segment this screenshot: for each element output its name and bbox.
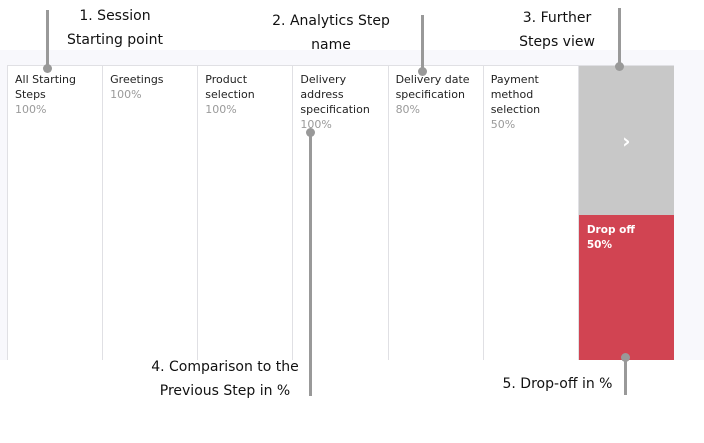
step-name: Delivery address specification xyxy=(300,73,370,116)
step-name: All Starting Steps xyxy=(15,73,77,101)
annotation-dot xyxy=(306,128,315,137)
step-percent: 100% xyxy=(110,88,142,101)
annotation-text: name xyxy=(311,37,351,53)
step-column[interactable]: All Starting Steps 100% xyxy=(8,66,104,360)
step-column[interactable]: Delivery date specification 80% xyxy=(389,66,484,360)
step-name: Payment method selection xyxy=(490,73,541,116)
annotation-line xyxy=(421,15,424,70)
annotation-dot xyxy=(621,353,630,362)
annotation-line xyxy=(309,132,312,396)
annotation-line xyxy=(624,357,627,395)
drop-off-percent: 50% xyxy=(586,239,612,251)
drop-off-label: Drop off xyxy=(586,224,635,236)
annotation-2: 2. Analytics Step name xyxy=(256,9,406,57)
step-name: Product selection xyxy=(205,73,255,101)
step-percent: 80% xyxy=(395,103,421,116)
annotation-text: 2. Analytics Step xyxy=(272,13,390,29)
step-name: Delivery date specification xyxy=(395,73,470,101)
chevron-right-icon: › xyxy=(622,128,631,153)
further-steps: › Drop off 50% xyxy=(578,66,674,360)
step-percent: 100% xyxy=(300,118,332,131)
step-percent: 50% xyxy=(490,118,516,131)
annotation-text: Previous Step in % xyxy=(159,383,291,399)
annotation-text: Steps view xyxy=(519,34,595,50)
step-percent: 100% xyxy=(205,103,237,116)
funnel-panel: All Starting Steps 100% Greetings 100% Pro… xyxy=(7,65,674,360)
step-column[interactable]: Delivery address specification 100% xyxy=(293,66,389,360)
drop-off-box: Drop off 50% xyxy=(578,215,674,360)
step-column[interactable]: Greetings 100% xyxy=(103,66,199,360)
further-steps-button[interactable]: › xyxy=(578,66,674,215)
annotation-line xyxy=(618,8,621,66)
annotation-text: 3. Further xyxy=(522,10,592,26)
annotation-dot xyxy=(418,67,427,76)
annotation-line xyxy=(46,10,49,68)
annotation-text: Starting point xyxy=(66,32,163,48)
annotation-5: 5. Drop-off in % xyxy=(490,372,625,396)
annotation-text: 5. Drop-off in % xyxy=(502,376,613,392)
step-name: Greetings xyxy=(110,73,164,86)
step-percent: 100% xyxy=(15,103,47,116)
annotation-text: 4. Comparison to the xyxy=(151,359,299,375)
step-column[interactable]: Payment method selection 50% xyxy=(484,66,579,360)
annotation-dot xyxy=(43,64,52,73)
annotation-dot xyxy=(615,62,624,71)
annotation-text: 1. Session xyxy=(79,8,151,24)
step-column[interactable]: Product selection 100% xyxy=(198,66,294,360)
